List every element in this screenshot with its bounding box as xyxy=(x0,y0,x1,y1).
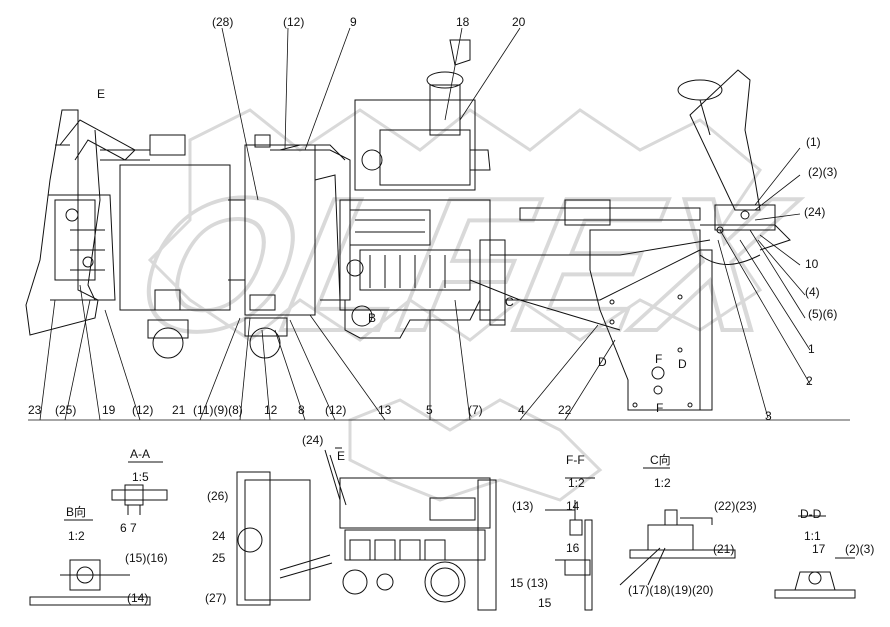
mount-bracket xyxy=(589,229,713,411)
callout-4: 4 xyxy=(518,403,525,417)
hose-lines xyxy=(55,129,346,301)
callout-2: 2 xyxy=(806,374,813,388)
callout-2-3: (2)(3) xyxy=(808,165,838,179)
section-c-detail xyxy=(619,467,736,586)
callout-E-top: E xyxy=(97,87,106,101)
callout-19: 19 xyxy=(102,403,116,417)
callout-20: 20 xyxy=(512,15,526,29)
callout-D-right: D xyxy=(678,357,687,371)
section-ff-scale: 1:2 xyxy=(568,476,585,490)
section-aa-detail xyxy=(111,461,168,515)
section-c-scale: 1:2 xyxy=(654,476,671,490)
callout-28: (28) xyxy=(212,15,234,29)
section-b-scale: 1:2 xyxy=(68,529,85,543)
section-dd-scale: 1:1 xyxy=(804,529,821,543)
callout-4-paren: (4) xyxy=(805,285,820,299)
section-aa-title: A-A xyxy=(130,447,151,461)
callout-22: 22 xyxy=(558,403,572,417)
bottom-view-callout-E: E xyxy=(337,449,346,463)
section-ff-callout-14: 14 xyxy=(566,499,580,513)
section-aa-scale: 1:5 xyxy=(132,470,149,484)
drive-shaft xyxy=(469,199,711,331)
callout-10: 10 xyxy=(805,257,819,271)
callout-24-top: (24) xyxy=(804,205,826,219)
air-filter xyxy=(354,39,491,191)
callout-5-6: (5)(6) xyxy=(808,307,838,321)
callout-12-top: (12) xyxy=(283,15,305,29)
section-aa-callout-6-7: 6 7 xyxy=(120,521,137,535)
section-c-callout-22-23: (22)(23) xyxy=(714,499,757,513)
section-dd-callout-2-3: (2)(3) xyxy=(845,542,875,556)
front-radiator-guard xyxy=(25,109,136,336)
section-ff-detail xyxy=(545,477,595,611)
callout-7-paren: (7) xyxy=(468,403,483,417)
section-c-callout-17-20: (17)(18)(19)(20) xyxy=(628,583,714,597)
engine-block xyxy=(339,199,506,339)
section-b-callout-14: (14) xyxy=(127,591,149,605)
section-ff-callout-15-13: 15 (13) xyxy=(510,576,549,590)
bottom-view-callout-24-paren: (24) xyxy=(302,433,324,447)
watermark-text: OLFEX xyxy=(121,158,809,371)
bottom-view-callout-25: 25 xyxy=(212,551,226,565)
callout-D-left: D xyxy=(598,355,607,369)
bottom-view-callout-27: (27) xyxy=(205,591,227,605)
callout-18: 18 xyxy=(456,15,470,29)
section-ff-callout-16: 16 xyxy=(566,541,580,555)
callout-5: 5 xyxy=(426,403,433,417)
callout-F-lower: F xyxy=(656,401,664,415)
callout-12-bottom-b: (12) xyxy=(325,403,347,417)
bottom-view-callout-26: (26) xyxy=(207,489,229,503)
section-ff-callout-13-paren: (13) xyxy=(512,499,534,513)
bottom-view-callout-24: 24 xyxy=(212,529,226,543)
callout-C: C xyxy=(505,295,514,309)
watermark-gear xyxy=(147,108,763,502)
callout-9: 9 xyxy=(350,15,357,29)
callout-21: 21 xyxy=(172,403,186,417)
callout-1: 1 xyxy=(808,342,815,356)
section-b-title: B向 xyxy=(66,505,87,519)
callout-11-9-8: (11)(9)(8) xyxy=(193,403,243,417)
callout-23: 23 xyxy=(28,403,42,417)
section-b-callout-15-16: (15)(16) xyxy=(125,551,168,565)
callout-25-paren: (25) xyxy=(55,403,77,417)
section-c-callout-21: (21) xyxy=(713,542,735,556)
section-ff-callout-15: 15 xyxy=(538,596,552,610)
callout-12-bottom-a: (12) xyxy=(132,403,154,417)
section-dd-callout-17: 17 xyxy=(812,542,826,556)
leader-lines xyxy=(28,27,850,421)
callout-1-paren: (1) xyxy=(806,135,821,149)
section-dd-detail xyxy=(774,515,856,599)
callout-13: 13 xyxy=(378,403,392,417)
section-ff-title: F-F xyxy=(566,453,585,467)
callout-F-upper: F xyxy=(655,352,663,366)
section-dd-title: D-D xyxy=(800,507,822,521)
section-c-title: C向 xyxy=(650,453,671,467)
callout-8: 8 xyxy=(298,403,305,417)
callout-3: 3 xyxy=(765,409,772,423)
callout-B: B xyxy=(368,311,377,325)
callout-12: 12 xyxy=(264,403,278,417)
bottom-view-detail xyxy=(236,447,497,611)
section-b-detail xyxy=(29,519,151,606)
